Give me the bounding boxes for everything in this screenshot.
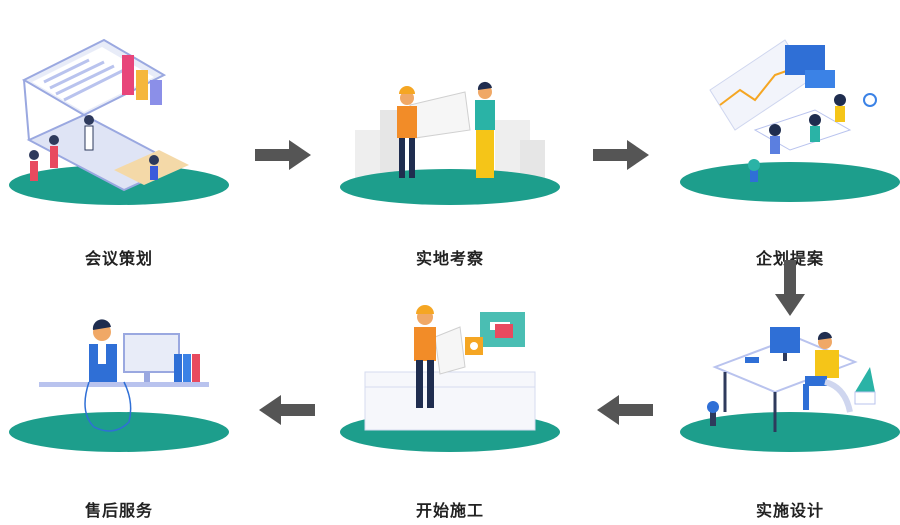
meeting-planning-illustration	[9, 38, 229, 205]
step-design-implementation: 实施设计	[665, 272, 900, 522]
proposal-illustration	[680, 39, 900, 202]
step-label: 会议策划	[84, 249, 153, 268]
step-label: 实地考察	[415, 249, 484, 268]
step-label: 实施设计	[755, 501, 824, 520]
arrow-right-icon	[593, 140, 649, 170]
site-survey-illustration	[340, 81, 560, 205]
design-implementation-illustration	[680, 327, 900, 452]
arrow-right-icon	[255, 140, 311, 170]
step-label: 开始施工	[415, 501, 484, 520]
step-label: 企划提案	[755, 249, 824, 268]
step-meeting-planning: 会议策划	[0, 20, 244, 270]
arrow-left-icon	[259, 395, 315, 425]
step-site-survey: 实地考察	[325, 20, 575, 270]
arrow-down-icon	[775, 260, 805, 316]
arrow-left-icon	[597, 395, 653, 425]
construction-start-illustration	[340, 305, 560, 452]
step-label: 售后服务	[84, 501, 153, 520]
after-sales-service-illustration	[9, 319, 229, 452]
step-proposal: 企划提案	[665, 20, 900, 270]
step-after-sales: 售后服务	[0, 272, 244, 522]
step-construction-start: 开始施工	[325, 272, 575, 522]
